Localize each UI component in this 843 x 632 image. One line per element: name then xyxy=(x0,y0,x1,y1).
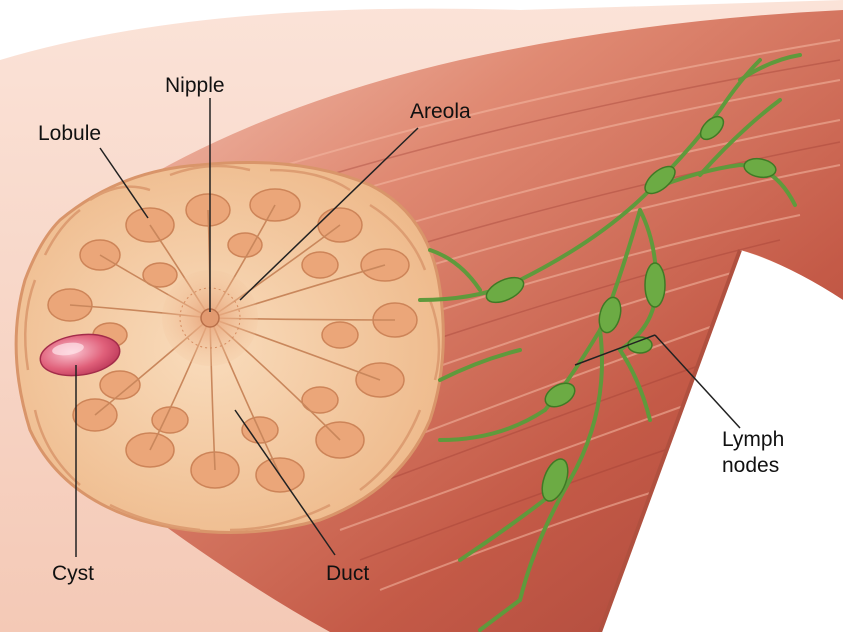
label-duct: Duct xyxy=(326,562,369,585)
label-areola: Areola xyxy=(410,100,471,123)
label-nipple: Nipple xyxy=(165,74,225,97)
label-nodes: nodes xyxy=(722,454,779,477)
label-lobule: Lobule xyxy=(38,122,101,145)
label-lymph: Lymph xyxy=(722,428,784,451)
label-cyst: Cyst xyxy=(52,562,94,585)
